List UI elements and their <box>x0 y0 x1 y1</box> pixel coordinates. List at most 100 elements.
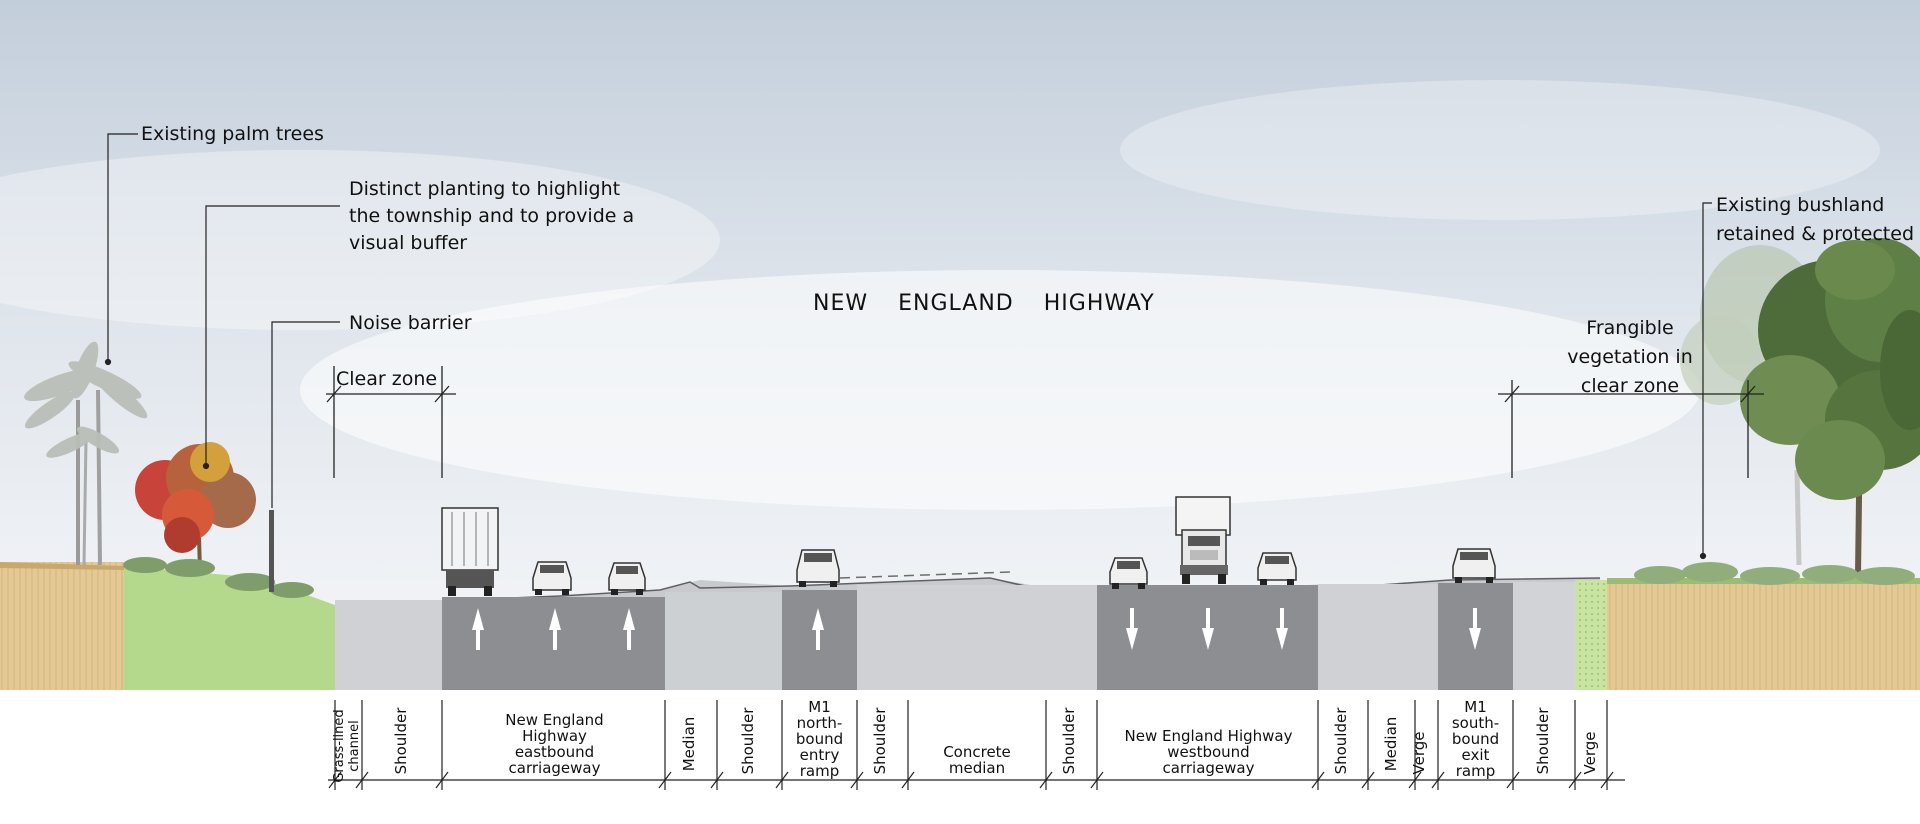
noise-leader <box>271 321 340 508</box>
lane-arrow-down <box>1469 608 1481 650</box>
segment-line: ramp <box>799 762 840 780</box>
segment-line: ramp <box>1455 762 1496 780</box>
car <box>532 561 572 595</box>
car <box>608 562 646 595</box>
segment-line: eastbound <box>514 743 595 761</box>
title-word: HIGHWAY <box>1043 291 1155 316</box>
southbound-arrows <box>1126 608 1481 650</box>
segment-line: channel <box>347 720 362 772</box>
segment-shoulder: Shoulder <box>1534 707 1552 775</box>
car <box>796 549 840 587</box>
callout-distinct-planting: Distinct planting to highlight the towns… <box>349 176 634 257</box>
shoulder-east-end <box>1513 582 1575 690</box>
callout-palm-trees: Existing palm trees <box>141 123 324 145</box>
segment-line: exit <box>1461 746 1490 764</box>
callout-line: Existing bushland <box>1716 194 1885 216</box>
segment-line: New England Highway <box>1124 727 1293 745</box>
left-shrubs <box>123 557 314 598</box>
callout-line: vegetation in <box>1567 346 1693 368</box>
segment-shoulder: Shoulder <box>871 707 889 775</box>
clear-zone-dimension-left <box>326 366 456 478</box>
segment-shoulder: Shoulder <box>1060 707 1078 775</box>
lane-arrow-down <box>1276 608 1288 650</box>
leader-lines <box>104 133 1712 560</box>
left-earth-batter <box>0 562 124 690</box>
segment-shoulder: Shoulder <box>392 707 410 775</box>
segment-m1-southbound-exit-ramp: M1 south- bound exit ramp <box>1438 699 1513 779</box>
callout-line: retained & protected <box>1716 223 1915 245</box>
left-earth-top <box>0 562 124 570</box>
lane-arrow-up <box>549 608 561 650</box>
callout-line: the township and to provide a <box>349 205 635 227</box>
cloud <box>1120 80 1880 220</box>
segment-line: median <box>948 759 1006 777</box>
planting-leader <box>205 205 340 466</box>
northbound-arrows <box>472 608 824 650</box>
median-left <box>665 592 782 690</box>
noise-barrier <box>269 510 274 592</box>
bushland-trees <box>1680 238 1920 576</box>
segment-line: New England <box>505 711 604 729</box>
lane-arrow-up <box>623 608 635 650</box>
car <box>1257 552 1297 585</box>
lane-arrow-up <box>812 608 824 650</box>
segment-grass-lined-channel: Grass-lined channel <box>332 706 368 786</box>
palm-leader <box>107 133 138 362</box>
title-word: NEW <box>813 291 869 316</box>
callout-line: clear zone <box>1580 375 1680 397</box>
right-grass-verge <box>1575 580 1607 690</box>
callout-clear-zone: Clear zone <box>336 368 438 390</box>
dimension-ticks <box>328 700 1614 790</box>
bottom-dimension-line <box>328 700 1625 790</box>
lane-arrow-down <box>1126 608 1138 650</box>
bushland-leader <box>1702 202 1712 556</box>
segment-verge: Verge <box>1410 731 1428 775</box>
callout-line: visual buffer <box>349 232 468 254</box>
title-word: ENGLAND <box>898 291 1014 316</box>
segment-median: Median <box>1382 716 1400 772</box>
segment-median: Median <box>680 716 698 772</box>
car <box>1109 557 1148 589</box>
segment-line: Grass-lined <box>332 709 347 783</box>
segment-shoulder: Shoulder <box>1332 707 1350 775</box>
shoulder-left <box>335 600 442 690</box>
lane-arrow-up <box>472 608 484 650</box>
segment-line: M1 <box>808 698 831 716</box>
callout-noise-barrier: Noise barrier <box>349 312 472 334</box>
palm-trees <box>24 341 148 566</box>
segment-verge: Verge <box>1581 731 1599 775</box>
concrete-median <box>857 585 1097 690</box>
segment-line: entry <box>799 746 840 764</box>
segment-line: Highway <box>522 727 587 745</box>
segment-shoulder: Shoulder <box>739 707 757 775</box>
segment-line: Concrete <box>943 743 1011 761</box>
cloud <box>300 270 1700 510</box>
segment-eastbound-carriageway: New England Highway eastbound carriagewa… <box>462 712 647 776</box>
concrete-median-barrier-line <box>839 571 1011 579</box>
clear-zone-dimension-right <box>1498 380 1764 478</box>
truck-eastbound <box>441 507 499 596</box>
segment-westbound-carriageway: New England Highway westbound carriagewa… <box>1106 728 1311 776</box>
diagram-title: NEW ENGLAND HIGHWAY <box>813 291 1155 316</box>
cloud <box>0 150 720 330</box>
segment-m1-northbound-entry-ramp: M1 north- bound entry ramp <box>782 699 857 779</box>
segment-line: westbound <box>1167 743 1250 761</box>
segment-line: north- <box>796 714 843 732</box>
segment-line: carriageway <box>1162 759 1255 777</box>
shoulder-west <box>1318 584 1438 690</box>
right-shrubs <box>1634 562 1915 585</box>
feature-planting-tree <box>135 442 256 573</box>
truck-westbound <box>1175 496 1231 584</box>
callout-line: Frangible <box>1586 317 1674 339</box>
segment-line: M1 <box>1464 698 1487 716</box>
segment-line: bound <box>1451 730 1500 748</box>
right-earth-batter <box>1607 582 1920 690</box>
lane-arrow-down <box>1202 608 1214 650</box>
callout-frangible-vegetation: Frangible vegetation in clear zone <box>1560 314 1700 401</box>
segment-line: south- <box>1451 714 1500 732</box>
segment-line: carriageway <box>508 759 601 777</box>
callout-existing-bushland: Existing bushland retained & protected <box>1716 191 1914 249</box>
segment-line: bound <box>795 730 844 748</box>
callout-line: Distinct planting to highlight <box>349 178 621 200</box>
